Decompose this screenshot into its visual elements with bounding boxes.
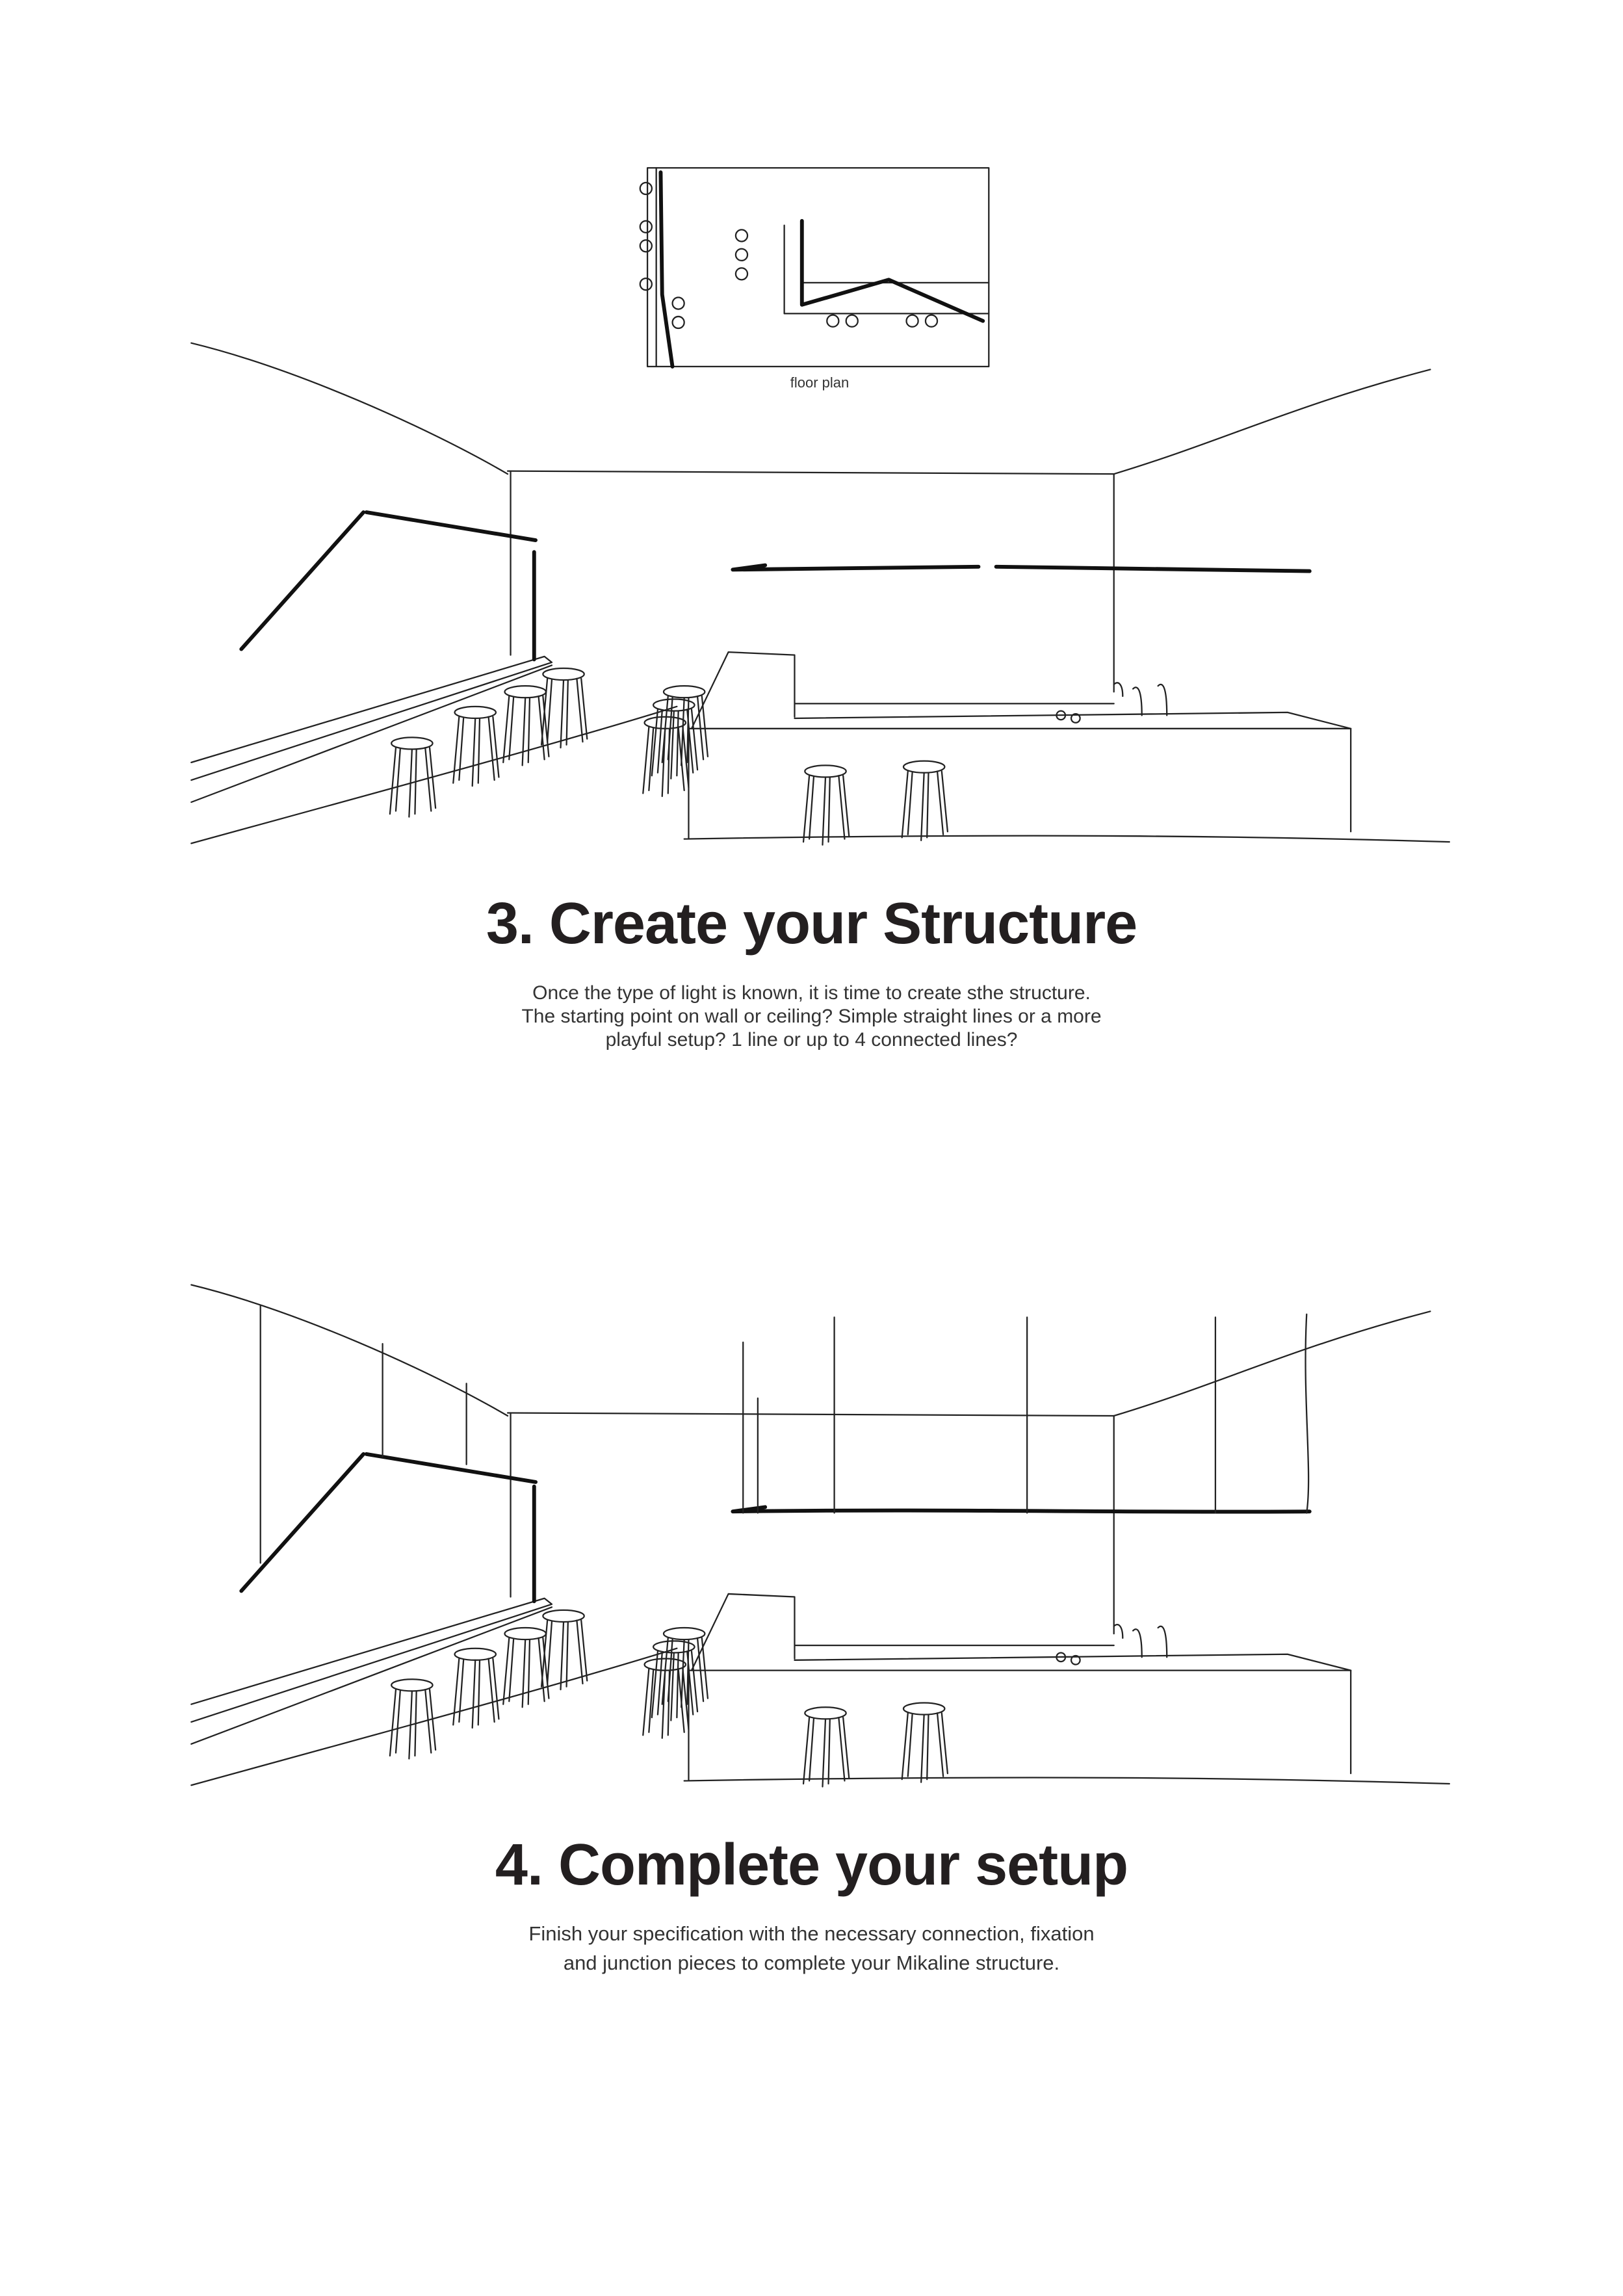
step3-line: The starting point on wall or ceiling? S… (521, 1006, 1102, 1027)
step4-line: Finish your specification with the neces… (528, 1922, 1095, 1945)
floor-plan-label: floor plan (790, 374, 850, 391)
step3-description: Once the type of light is known, it is t… (0, 982, 1623, 1052)
step3-heading: 3. Create your Structure (486, 891, 1137, 956)
step3-sketch (191, 343, 1449, 845)
step4-sketch (191, 1285, 1449, 1787)
floor-plan (639, 167, 990, 369)
step4-description: Finish your specification with the neces… (0, 1919, 1623, 1977)
step3-line: playful setup? 1 line or up to 4 connect… (605, 1029, 1018, 1050)
step4-line: and junction pieces to complete your Mik… (563, 1951, 1060, 1974)
step3-line: Once the type of light is known, it is t… (532, 982, 1091, 1004)
step4-heading: 4. Complete your setup (495, 1833, 1128, 1898)
